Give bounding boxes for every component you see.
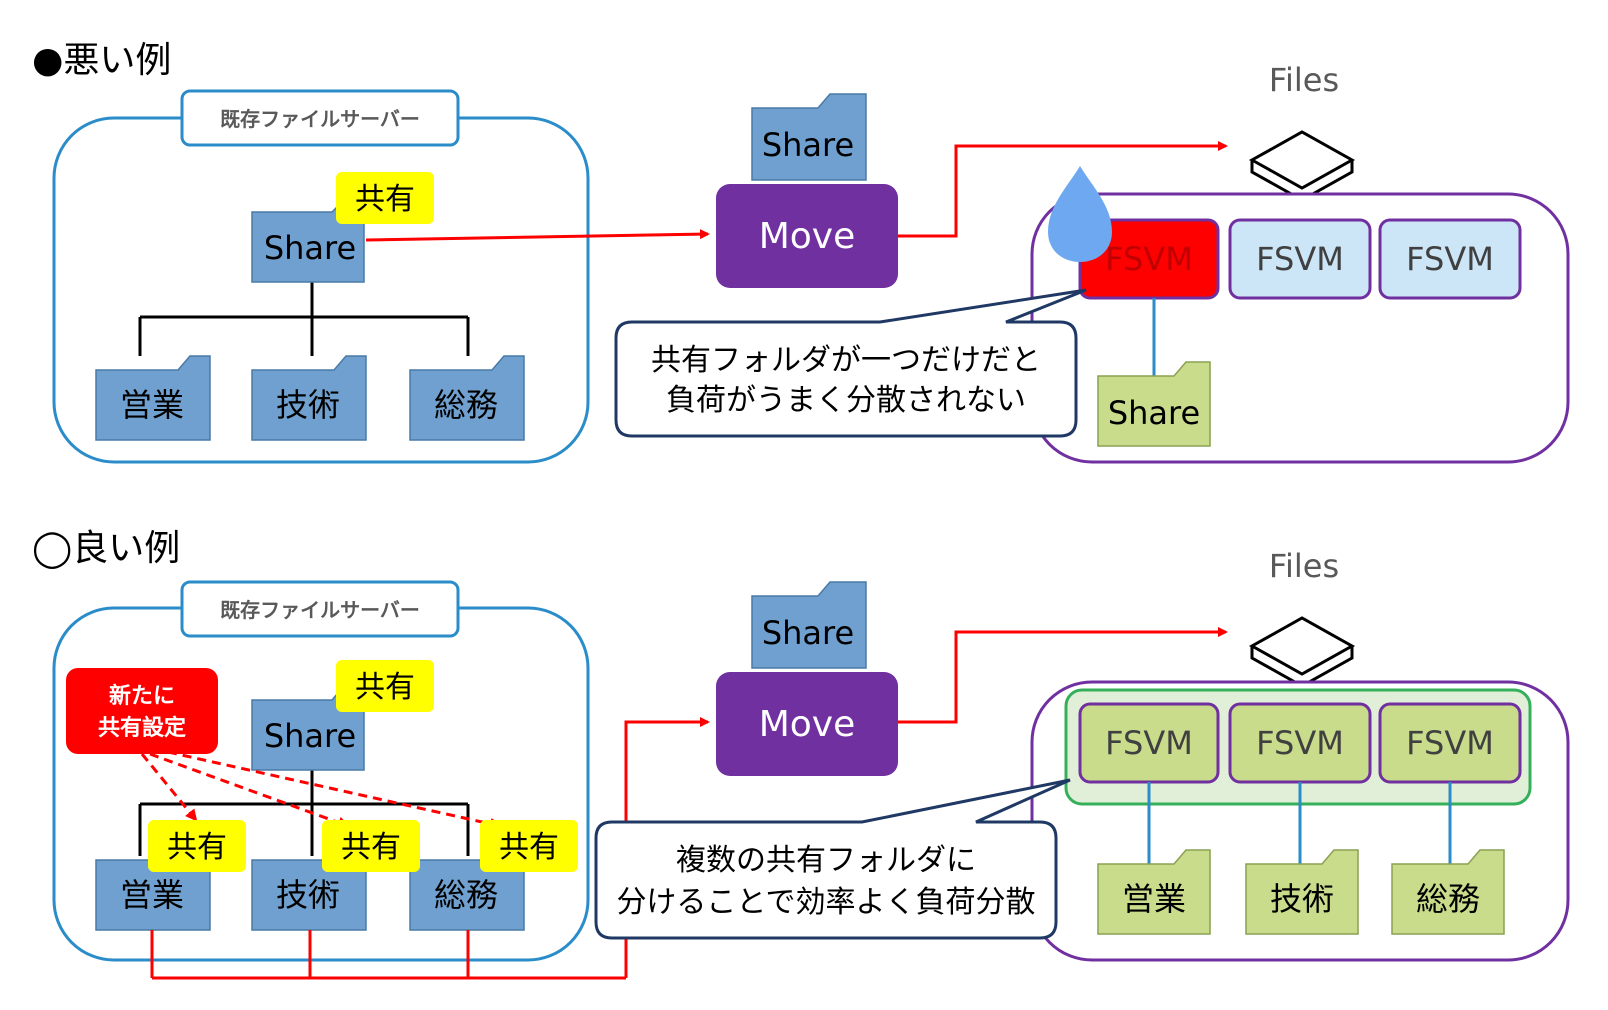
- subfolder-label: 総務: [434, 386, 498, 424]
- folder-icon: [251, 355, 367, 441]
- fsvm-label: FSVM: [1256, 240, 1344, 278]
- folder-icon: [95, 355, 211, 441]
- existing-server-label-box: [180, 580, 460, 638]
- result-share-folder[interactable]: Share: [1097, 361, 1211, 447]
- folder-icon: [1391, 849, 1505, 935]
- subfolder-sales[interactable]: 営業: [95, 355, 211, 441]
- subfolder-admin[interactable]: 総務: [409, 355, 525, 441]
- move-to-files-arrow: [898, 141, 1228, 238]
- bad-example-section: ●悪い例 既存ファイルサーバー Share 共有 営業 技術: [32, 40, 1570, 464]
- good-heading: ◯良い例: [32, 528, 180, 569]
- folder-tree-lines: [138, 282, 470, 356]
- new-share-line-2: 共有設定: [98, 715, 186, 741]
- share-tag: 共有: [355, 670, 415, 705]
- fsvm-3[interactable]: FSVM: [1378, 702, 1522, 784]
- new-share-arrows: [140, 750, 502, 830]
- new-share-badge: [66, 668, 218, 754]
- callout-line-1: 複数の共有フォルダに: [676, 843, 976, 878]
- fsvm-1[interactable]: FSVM: [1078, 218, 1220, 300]
- fsvm-links: [1147, 782, 1452, 864]
- share-folder-label: Share: [264, 229, 356, 267]
- folder-icon: [1097, 849, 1211, 935]
- callout-line-2: 分けることで効率よく負荷分散: [616, 885, 1035, 920]
- sub-tag: 共有: [167, 830, 227, 865]
- sub-tag-box: [148, 820, 246, 872]
- sub-tag-box: [322, 820, 420, 872]
- callout-line-2: 負荷がうまく分散されない: [666, 383, 1026, 418]
- existing-server-label: 既存ファイルサーバー: [220, 107, 420, 131]
- subfolder-label: 総務: [434, 876, 498, 914]
- folder-icon: [409, 355, 525, 441]
- subfolder-label: 営業: [120, 386, 184, 424]
- result-folder-sales[interactable]: 営業: [1097, 849, 1211, 935]
- folder-icon: [1245, 849, 1359, 935]
- move-button[interactable]: [716, 672, 898, 776]
- existing-server-label-box: [180, 89, 460, 147]
- result-folder-label: Share: [1108, 394, 1200, 432]
- fsvm-label: FSVM: [1406, 724, 1494, 762]
- folder-icon: [751, 93, 867, 181]
- result-folder-tech[interactable]: 技術: [1245, 849, 1359, 935]
- share-tag-box: [336, 660, 434, 712]
- migrate-arrow: [365, 229, 710, 242]
- folder-icon: [1097, 361, 1211, 447]
- move-button[interactable]: [716, 184, 898, 288]
- fsvm-label: FSVM: [1406, 240, 1494, 278]
- subfolder-label: 技術: [276, 876, 340, 914]
- share-tag: 共有: [355, 182, 415, 217]
- move-folder-label: Share: [762, 614, 854, 652]
- good-example-section: ◯良い例 既存ファイルサーバー Share 共有 新たに 共有設定 営業: [32, 528, 1570, 980]
- move-label: Move: [759, 216, 856, 257]
- result-folder-label: 技術: [1270, 880, 1334, 918]
- move-to-files-arrow: [898, 627, 1228, 724]
- callout-bubble: [614, 288, 1087, 438]
- sub-tag: 共有: [341, 830, 401, 865]
- share-folder-label: Share: [264, 717, 356, 755]
- callout-bubble: [594, 778, 1071, 940]
- sweat-drop-icon: [1048, 166, 1112, 262]
- move-folder-label: Share: [762, 126, 854, 164]
- result-folder-admin[interactable]: 総務: [1391, 849, 1505, 935]
- files-label: Files: [1269, 547, 1339, 585]
- bad-heading: ●悪い例: [32, 40, 171, 81]
- share-tag-box: [336, 172, 434, 224]
- callout-line-1: 共有フォルダが一つだけだと: [651, 343, 1041, 378]
- subfolder-label: 営業: [120, 876, 184, 914]
- fsvm-label: FSVM: [1105, 240, 1193, 278]
- fsvm-label: FSVM: [1105, 724, 1193, 762]
- folder-icon: [751, 581, 867, 669]
- result-folder-label: 総務: [1416, 880, 1480, 918]
- move-label: Move: [759, 704, 856, 745]
- subfolder-tech[interactable]: 技術: [251, 355, 367, 441]
- result-folder-label: 営業: [1122, 880, 1186, 918]
- files-label: Files: [1269, 61, 1339, 99]
- move-share-folder: Share: [751, 581, 867, 669]
- share-folder[interactable]: Share: [251, 685, 365, 771]
- move-share-folder: Share: [751, 93, 867, 181]
- share-folder[interactable]: Share: [251, 199, 365, 283]
- fsvm-2[interactable]: FSVM: [1228, 218, 1372, 300]
- sub-tag-box: [480, 820, 578, 872]
- fsvm-label: FSVM: [1256, 724, 1344, 762]
- fsvm-1[interactable]: FSVM: [1078, 702, 1220, 784]
- fsvm-2[interactable]: FSVM: [1228, 702, 1372, 784]
- existing-server-label: 既存ファイルサーバー: [220, 598, 420, 622]
- fsvm-3[interactable]: FSVM: [1378, 218, 1522, 300]
- subfolder-label: 技術: [276, 386, 340, 424]
- sub-tag: 共有: [499, 830, 559, 865]
- new-share-line-1: 新たに: [109, 683, 175, 709]
